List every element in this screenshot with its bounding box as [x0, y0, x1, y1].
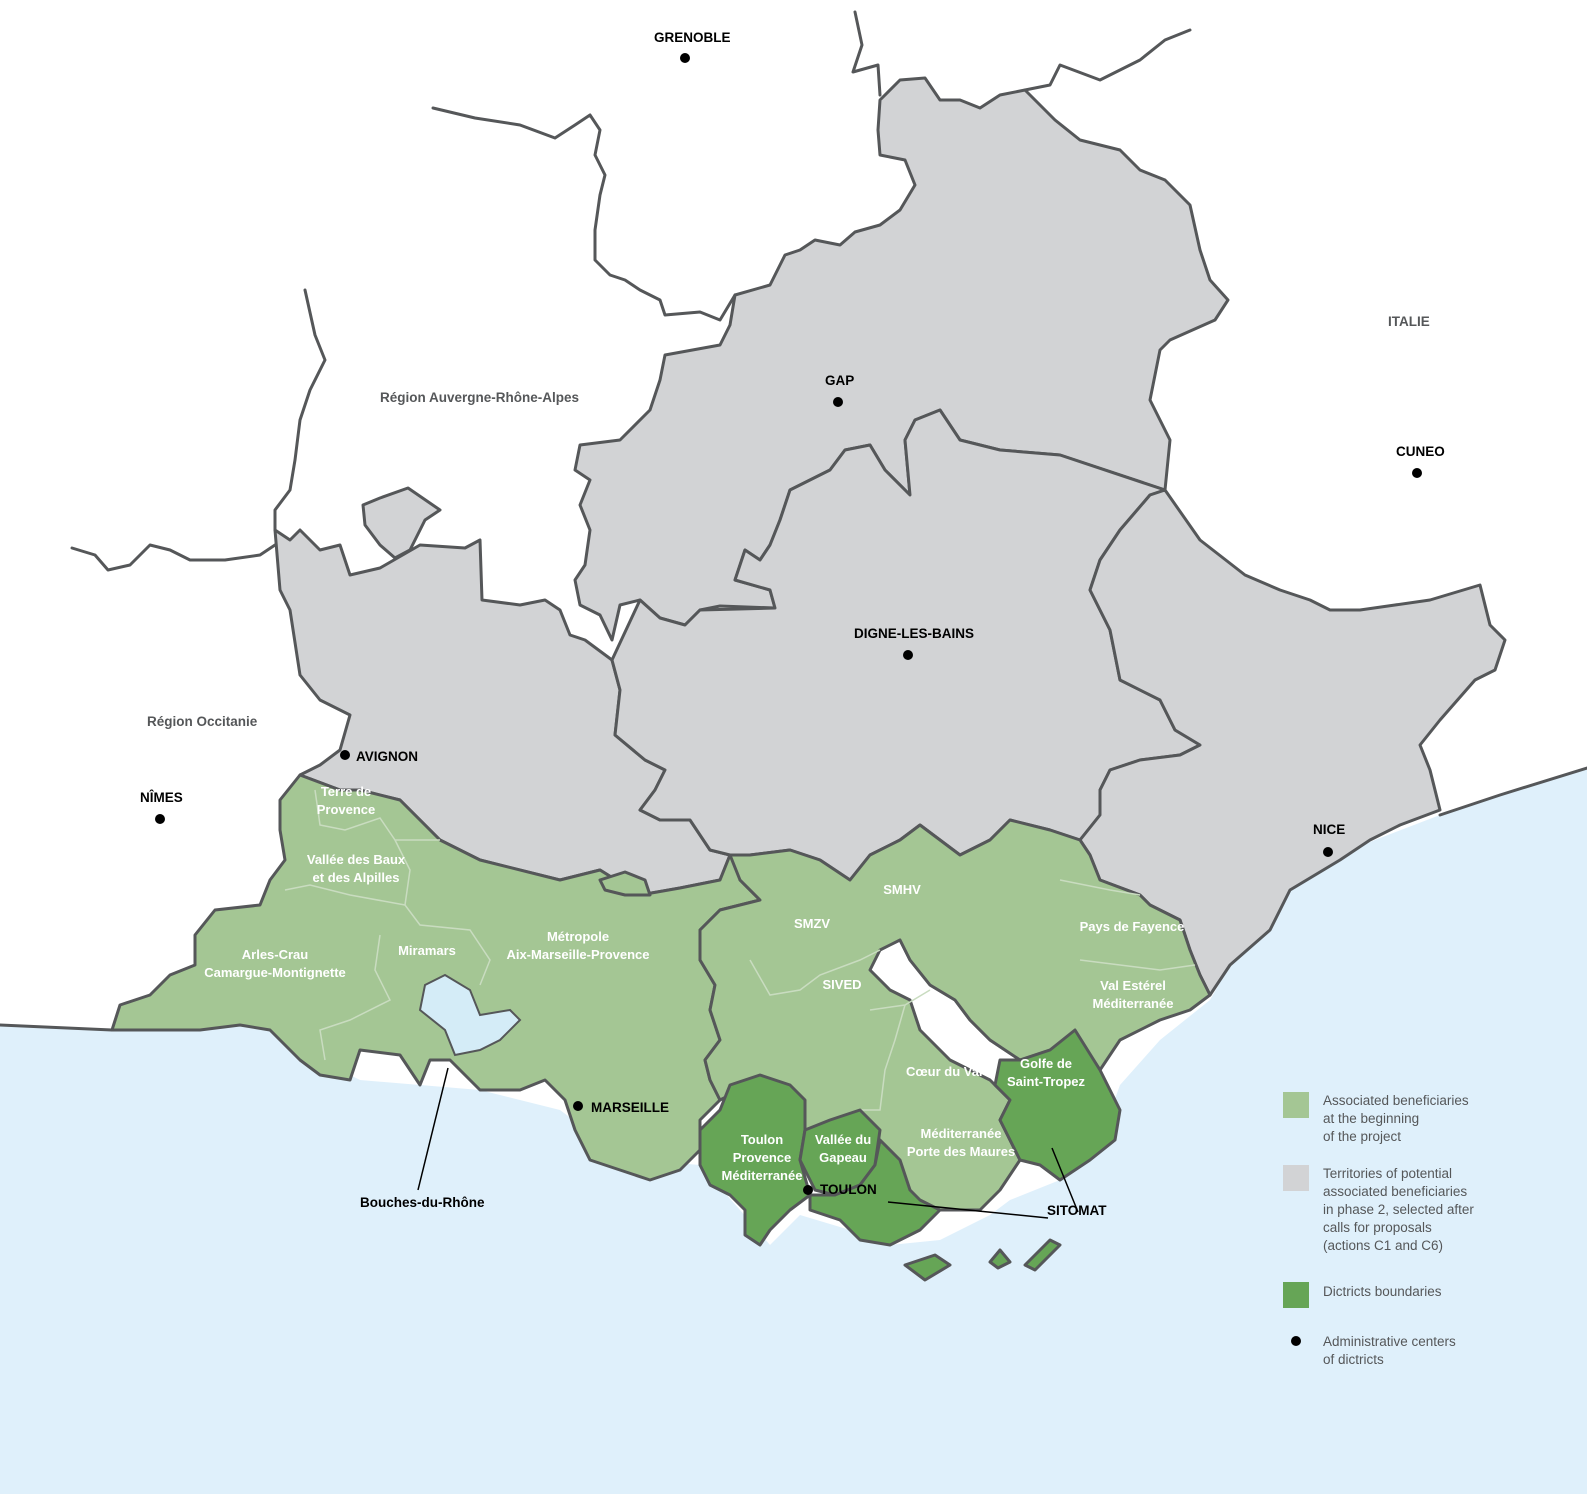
- city-label-digne: DIGNE-LES-BAINS: [854, 626, 974, 641]
- city-dot-marseille: [573, 1101, 583, 1111]
- territory-label-smzv: SMZV: [794, 916, 830, 931]
- region-label-occitanie: Région Occitanie: [147, 714, 258, 729]
- city-dot-grenoble: [680, 53, 690, 63]
- inner-boundary: [319, 934, 392, 1061]
- island-porquerolles: [903, 1253, 952, 1282]
- city-dot-toulon: [803, 1185, 813, 1195]
- inner-boundary: [314, 789, 440, 841]
- city-dot-gap: [833, 397, 843, 407]
- inner-boundary: [1059, 879, 1141, 896]
- city-label-toulon: TOULON: [820, 1182, 877, 1197]
- city-label-gap: GAP: [825, 373, 854, 388]
- city-label-nice: NICE: [1313, 822, 1345, 837]
- inner-boundary: [1079, 959, 1196, 971]
- border-line: [851, 10, 882, 97]
- inner-boundary: [860, 1004, 906, 1111]
- island-port-cros: [988, 1248, 1012, 1270]
- callout-sitomat: SITOMAT: [1047, 1203, 1107, 1218]
- leader-line-bouches-du-rhone: [417, 1067, 449, 1191]
- city-label-cuneo: CUNEO: [1396, 444, 1445, 459]
- city-label-nimes: NÎMES: [140, 790, 183, 805]
- city-dot-nice: [1323, 847, 1333, 857]
- callout-bouches-du-rhone: Bouches-du-Rhône: [360, 1195, 485, 1210]
- legend-swatch-districts: [1283, 1282, 1309, 1308]
- city-label-grenoble: GRENOBLE: [654, 30, 731, 45]
- border-line: [0, 1023, 114, 1032]
- district-sitomat-south: [808, 1138, 942, 1247]
- inner-boundary: [749, 949, 881, 996]
- city-dot-digne: [903, 650, 913, 660]
- phase2-region-alpes-maritimes: [1078, 488, 1507, 997]
- city-dot-cuneo: [1412, 468, 1422, 478]
- legend-text-districts: Dictricts boundaries: [1323, 1284, 1442, 1299]
- territory-label-smhv: SMHV: [883, 882, 921, 897]
- associated-region-west: [110, 773, 762, 1182]
- territory-label-pays-de-fayence: Pays de Fayence: [1080, 919, 1185, 934]
- territory-label-sived: SIVED: [822, 977, 861, 992]
- legend-dot-admin: [1291, 1336, 1301, 1346]
- legend-swatch-phase2: [1283, 1165, 1309, 1191]
- legend-swatch-associated: [1283, 1092, 1309, 1118]
- region-label-auvergne: Région Auvergne-Rhône-Alpes: [380, 390, 579, 405]
- inner-boundary: [404, 904, 491, 986]
- inner-boundary: [284, 839, 411, 906]
- mediterranean-sea: [0, 768, 1587, 1494]
- territory-label-coeur-du-var: Cœur du Var: [906, 1064, 984, 1079]
- border-line: [273, 288, 327, 532]
- city-label-avignon: AVIGNON: [356, 749, 418, 764]
- city-dot-avignon: [340, 750, 350, 760]
- border-line: [1023, 28, 1192, 92]
- etang-de-berre: [418, 973, 522, 1057]
- district-golfe-de-saint-tropez: [993, 1028, 1122, 1182]
- district-toulon-provence: [698, 1073, 812, 1247]
- island-levant: [1023, 1238, 1062, 1272]
- territory-label-miramars: Miramars: [398, 943, 456, 958]
- phase2-region-valreas: [361, 486, 442, 560]
- city-label-marseille: MARSEILLE: [591, 1100, 669, 1115]
- city-dot-nimes: [155, 814, 165, 824]
- border-line: [431, 106, 737, 322]
- leader-line-sitomat-toulon: [887, 1201, 1049, 1219]
- border-line: [1438, 766, 1587, 817]
- border-line: [70, 543, 277, 572]
- leader-line-sitomat-golfe: [1051, 1147, 1079, 1213]
- associated-region-enclave: [598, 870, 652, 897]
- region-label-italie: ITALIE: [1388, 314, 1430, 329]
